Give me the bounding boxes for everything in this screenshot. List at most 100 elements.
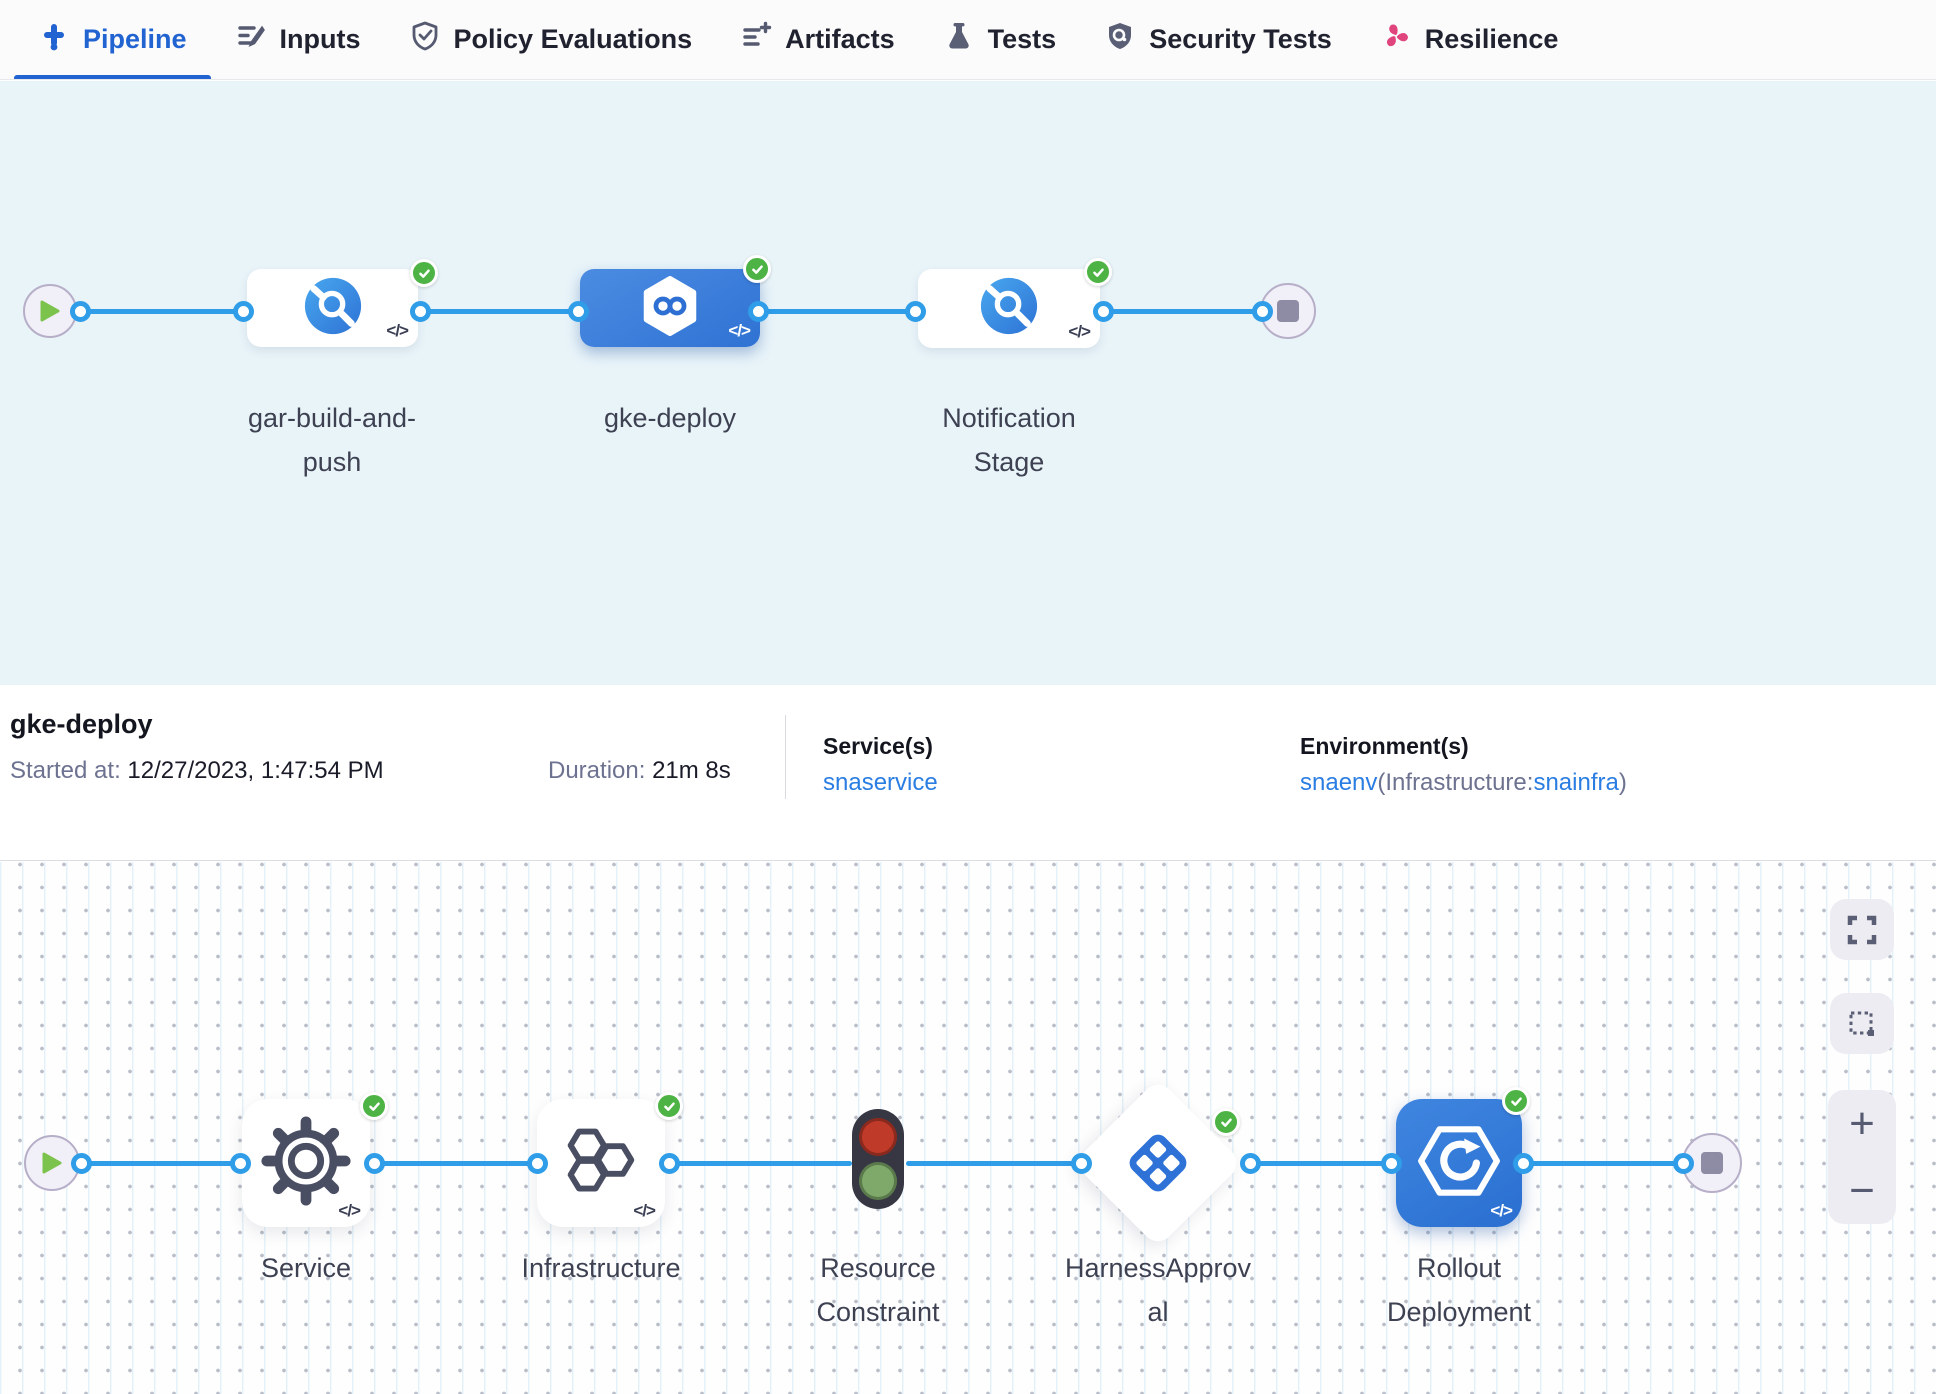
- status-success-badge: [360, 1092, 388, 1120]
- cd-hexagon-icon: [640, 275, 700, 341]
- status-success-badge: [1084, 258, 1112, 286]
- pipeline-icon: [38, 20, 70, 59]
- stage-label: gke-deploy: [603, 403, 737, 433]
- fullscreen-button[interactable]: [1830, 899, 1894, 960]
- services-label: Service(s): [823, 733, 933, 759]
- inputs-icon: [235, 20, 267, 59]
- tab-inputs[interactable]: Inputs: [211, 0, 385, 79]
- tests-icon: [943, 20, 975, 59]
- status-success-badge: [743, 255, 771, 283]
- stage-edge: [758, 309, 918, 314]
- marquee-select-button[interactable]: [1830, 993, 1894, 1054]
- edge-port: [71, 1153, 92, 1174]
- tab-policy-evaluations[interactable]: Policy Evaluations: [385, 0, 717, 79]
- tab-security-tests[interactable]: Security Tests: [1080, 0, 1356, 79]
- tab-tests[interactable]: Tests: [919, 0, 1081, 79]
- tab-resilience[interactable]: Resilience: [1356, 0, 1583, 79]
- execution-tab-bar: Pipeline Inputs Policy Evaluations: [0, 0, 1936, 80]
- exec-edge: [669, 1161, 852, 1166]
- exec-edge: [1250, 1161, 1391, 1166]
- exec-edge: [81, 1161, 240, 1166]
- divider: [785, 715, 786, 799]
- step-label: HarnessApprov al: [1064, 1253, 1252, 1327]
- traffic-light-green: [859, 1162, 897, 1200]
- environment-link[interactable]: snaenv: [1300, 769, 1378, 796]
- exec-edge: [374, 1161, 537, 1166]
- edge-port: [230, 1153, 251, 1174]
- play-icon: [40, 300, 60, 322]
- tab-label: Policy Evaluations: [453, 24, 693, 54]
- status-success-badge: [1502, 1087, 1530, 1115]
- edge-port: [1240, 1153, 1261, 1174]
- stage-edge: [1103, 309, 1268, 314]
- artifacts-icon: [740, 20, 772, 59]
- yaml-badge: </>: [338, 1201, 361, 1220]
- zoom-out-button[interactable]: −: [1849, 1165, 1875, 1215]
- tab-label: Resilience: [1424, 24, 1559, 54]
- approval-icon: [1122, 1127, 1194, 1204]
- edge-port: [410, 301, 431, 322]
- edge-port: [364, 1153, 385, 1174]
- gear-icon: [259, 1114, 353, 1213]
- tab-label: Pipeline: [83, 24, 187, 54]
- environment-value: snaenv(Infrastructure:snainfra): [1300, 769, 1627, 796]
- status-success-badge: [410, 259, 438, 287]
- step-node-service[interactable]: </>: [242, 1099, 370, 1227]
- edge-port: [1071, 1153, 1092, 1174]
- fullscreen-icon: [1847, 915, 1877, 944]
- tab-pipeline[interactable]: Pipeline: [14, 0, 211, 79]
- step-label: Service: [260, 1253, 352, 1283]
- yaml-badge: </>: [1490, 1201, 1513, 1220]
- yaml-badge: </>: [633, 1201, 656, 1220]
- play-icon: [42, 1152, 62, 1174]
- edge-port: [905, 301, 926, 322]
- stage-node-gke-deploy[interactable]: </>: [580, 269, 760, 347]
- step-node-infrastructure[interactable]: </>: [537, 1099, 665, 1227]
- service-link: snaservice: [823, 769, 938, 796]
- stage-edge: [420, 309, 580, 314]
- stage-details-bar: gke-deploy Started at: 12/27/2023, 1:47:…: [0, 685, 1936, 861]
- tab-label: Tests: [987, 24, 1057, 54]
- edge-port: [659, 1153, 680, 1174]
- edge-port: [1673, 1153, 1694, 1174]
- ci-build-icon: [978, 275, 1040, 342]
- tab-label: Inputs: [279, 24, 361, 54]
- traffic-light-red: [859, 1118, 897, 1156]
- tab-label: Artifacts: [785, 24, 895, 54]
- pipeline-start-node: [23, 284, 77, 338]
- stage-node-notification-stage[interactable]: </>: [918, 269, 1100, 348]
- policy-icon: [409, 20, 441, 59]
- step-label: Infrastructure: [521, 1253, 681, 1283]
- step-node-resource-constraint[interactable]: [852, 1109, 904, 1209]
- step-node-rollout-deployment[interactable]: </>: [1396, 1099, 1522, 1227]
- edge-port: [70, 301, 91, 322]
- duration: Duration: 21m 8s: [548, 757, 731, 784]
- stop-icon: [1701, 1152, 1723, 1174]
- edge-port: [1513, 1153, 1534, 1174]
- stage-node-gar-build-and-push[interactable]: </>: [247, 269, 418, 347]
- zoom-in-button[interactable]: +: [1849, 1098, 1875, 1148]
- step-label: Rollout Deployment: [1386, 1253, 1532, 1327]
- stage-title: gke-deploy: [10, 709, 153, 739]
- resilience-icon: [1380, 20, 1412, 59]
- tab-label: Security Tests: [1149, 24, 1332, 54]
- exec-edge: [1523, 1161, 1683, 1166]
- execution-start-node: [24, 1135, 80, 1191]
- ci-build-icon: [302, 275, 364, 342]
- status-success-badge: [655, 1092, 683, 1120]
- edge-port: [568, 301, 589, 322]
- security-icon: [1104, 20, 1136, 59]
- started-at: Started at: 12/27/2023, 1:47:54 PM: [10, 757, 384, 784]
- edge-port: [1252, 301, 1273, 322]
- tab-artifacts[interactable]: Artifacts: [716, 0, 919, 79]
- step-label: Resource Constraint: [816, 1253, 940, 1327]
- stage-label: Notification Stage: [942, 403, 1076, 477]
- marquee-select-icon: [1849, 1011, 1874, 1036]
- stage-label: gar-build-and- push: [247, 403, 417, 477]
- edge-port: [527, 1153, 548, 1174]
- stop-icon: [1277, 300, 1299, 322]
- infrastructure-link[interactable]: snainfra: [1533, 769, 1619, 796]
- edge-port: [1381, 1153, 1402, 1174]
- edge-port: [748, 301, 769, 322]
